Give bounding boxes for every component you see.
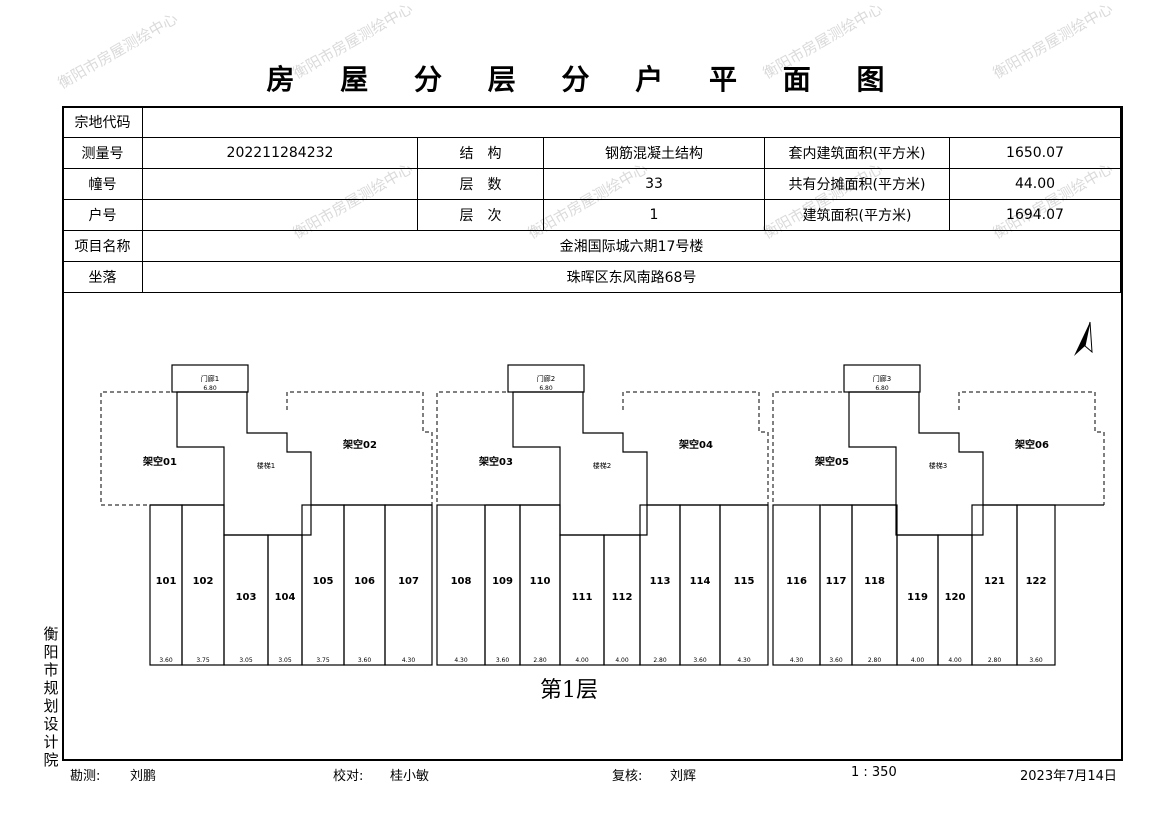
unit-label: 111 <box>572 592 593 603</box>
void-right-outline <box>958 391 1105 505</box>
unit-bottom-dimension: 3.60 <box>1029 657 1043 664</box>
unit-bottom-dimension: 2.80 <box>653 657 667 664</box>
unit-bottom-dimension: 4.00 <box>615 657 629 664</box>
porch-dimension: 6.80 <box>875 385 889 392</box>
unit-label: 119 <box>907 592 928 603</box>
unit-label: 120 <box>945 592 966 603</box>
unit-label: 102 <box>193 576 214 587</box>
porch-label: 门廊1 <box>201 374 219 383</box>
floor-label: 第1层 <box>540 678 598 703</box>
unit-bottom-dimension: 4.00 <box>948 657 962 664</box>
inner-area-label: 套内建筑面积(平方米) <box>764 137 950 169</box>
void-left-label: 架空05 <box>814 455 849 468</box>
unit-label: 110 <box>530 576 551 587</box>
location-value: 珠晖区东风南路68号 <box>142 261 1121 293</box>
unit-bottom-dimension: 3.60 <box>829 657 843 664</box>
unit-bottom-dimension: 4.30 <box>402 657 416 664</box>
unit-bottom-dimension: 2.80 <box>988 657 1002 664</box>
surveyor-label: 勘测: <box>70 769 101 784</box>
building-no-label: 幢号 <box>62 168 143 200</box>
info-table: 宗地代码 测量号 202211284232 结 构 钢筋混凝土结构 套内建筑面积… <box>62 106 1121 293</box>
unit-label: 117 <box>826 576 847 587</box>
unit-bottom-dimension: 4.30 <box>454 657 468 664</box>
building-area-value: 1694.07 <box>949 199 1121 231</box>
inner-area-value: 1650.07 <box>949 137 1121 169</box>
unit-bottom-dimension: 3.05 <box>278 657 292 664</box>
unit-bottom-dimension: 3.75 <box>196 657 210 664</box>
unit-label: 103 <box>236 592 257 603</box>
unit-bottom-dimension: 2.80 <box>533 657 547 664</box>
unit-bottom-dimension: 3.60 <box>159 657 173 664</box>
date-text: 2023年7月14日 <box>1020 769 1117 784</box>
unit-label: 121 <box>984 576 1005 587</box>
unit-bottom-dimension: 3.75 <box>316 657 330 664</box>
void-left-outline <box>772 391 849 506</box>
void-left-label: 架空03 <box>478 455 513 468</box>
unit-label: 115 <box>734 576 755 587</box>
unit-no-label: 户号 <box>62 199 143 231</box>
unit-label: 122 <box>1026 576 1047 587</box>
location-label: 坐落 <box>62 261 143 293</box>
void-left-label: 架空01 <box>142 455 177 468</box>
unit-label: 105 <box>313 576 334 587</box>
structure-label: 结 构 <box>417 137 544 169</box>
page-title: 房 屋 分 层 分 户 平 面 图 <box>266 63 903 96</box>
unit-bottom-dimension: 3.60 <box>693 657 707 664</box>
porch-dimension: 6.80 <box>539 385 553 392</box>
unit-bottom-dimension: 4.00 <box>575 657 589 664</box>
unit-label: 107 <box>398 576 419 587</box>
survey-no-label: 测量号 <box>62 137 143 169</box>
reviewer-name: 刘辉 <box>670 769 697 784</box>
void-right-outline <box>622 391 769 505</box>
unit-label: 108 <box>451 576 472 587</box>
north-arrow-icon <box>1074 321 1093 356</box>
checker-label: 校对: <box>333 769 364 784</box>
project-label: 项目名称 <box>62 230 143 262</box>
void-right-label: 架空02 <box>342 438 377 451</box>
unit-label: 104 <box>275 592 296 603</box>
unit-bottom-dimension: 3.60 <box>358 657 372 664</box>
unit-label: 116 <box>786 576 807 587</box>
unit-label: 114 <box>690 576 711 587</box>
shared-area-label: 共有分摊面积(平方米) <box>764 168 950 200</box>
reviewer-label: 复核: <box>612 769 643 784</box>
stair-label: 楼梯2 <box>593 461 611 470</box>
unit-label: 113 <box>650 576 671 587</box>
unit-bottom-dimension: 3.60 <box>496 657 510 664</box>
scale-text: 1 : 350 <box>851 765 897 780</box>
building-no-value <box>142 168 418 200</box>
porch-label: 门廊2 <box>537 374 555 383</box>
porch-dimension: 6.80 <box>203 385 217 392</box>
unit-label: 112 <box>612 592 633 603</box>
void-left-outline <box>100 391 177 506</box>
unit-bottom-dimension: 2.80 <box>868 657 882 664</box>
unit-bottom-dimension: 4.30 <box>790 657 804 664</box>
floors-value: 33 <box>543 168 765 200</box>
unit-label: 109 <box>492 576 513 587</box>
void-left-outline <box>436 391 513 506</box>
stair-label: 楼梯1 <box>257 461 275 470</box>
unit-label: 101 <box>156 576 177 587</box>
unit-bottom-dimension: 4.30 <box>737 657 751 664</box>
checker-name: 桂小敏 <box>390 769 430 784</box>
void-right-outline <box>286 391 433 505</box>
shared-area-value: 44.00 <box>949 168 1121 200</box>
unit-bottom-dimension: 4.00 <box>911 657 925 664</box>
building-area-label: 建筑面积(平方米) <box>764 199 950 231</box>
unit-label: 118 <box>864 576 885 587</box>
surveyor-name: 刘鹏 <box>130 769 157 784</box>
unit-outline <box>384 504 433 666</box>
stair-label: 楼梯3 <box>929 461 947 470</box>
unit-bottom-dimension: 3.05 <box>239 657 253 664</box>
stair-outline <box>176 391 312 536</box>
stair-outline <box>848 391 984 536</box>
org-vertical-label: 衡阳市规划设计院 <box>43 625 59 769</box>
unit-outline <box>1016 504 1056 666</box>
void-right-label: 架空04 <box>678 438 713 451</box>
unit-label: 106 <box>354 576 375 587</box>
stair-outline <box>512 391 648 536</box>
porch-label: 门廊3 <box>873 374 891 383</box>
void-right-label: 架空06 <box>1014 438 1049 451</box>
unit-outline <box>719 504 769 666</box>
